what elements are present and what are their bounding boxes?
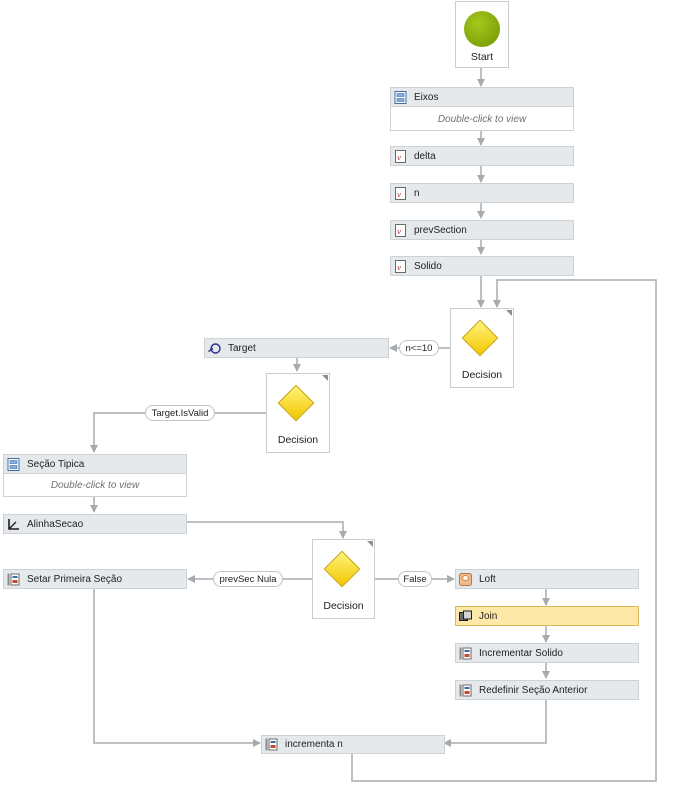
double-click-hint: Double-click to view bbox=[50, 480, 140, 491]
expand-corner-icon bbox=[322, 375, 328, 381]
activity-label: AlinhaSecao bbox=[27, 518, 84, 530]
axis-icon bbox=[8, 518, 19, 530]
activity-secao-tipica[interactable]: Seção Tipica Double-click to view bbox=[3, 454, 187, 497]
activity-setar-primeira-secao[interactable]: Setar Primeira Seção bbox=[3, 569, 187, 589]
activity-n[interactable]: v n bbox=[390, 183, 574, 203]
decision-diamond-icon bbox=[461, 319, 499, 357]
activity-prevsection[interactable]: v prevSection bbox=[390, 220, 574, 240]
activity-label: Solido bbox=[414, 260, 442, 272]
activity-label: Setar Primeira Seção bbox=[27, 573, 123, 585]
activity-label: Target bbox=[228, 342, 256, 354]
decision-diamond-icon bbox=[277, 384, 315, 422]
target-icon bbox=[208, 342, 221, 354]
activity-incrementar-solido[interactable]: Incrementar Solido bbox=[455, 643, 639, 663]
start-node[interactable]: Start bbox=[455, 1, 509, 68]
expand-corner-icon bbox=[367, 541, 373, 547]
assign-icon bbox=[459, 684, 472, 696]
activity-label: delta bbox=[414, 150, 436, 162]
activity-label: Redefinir Seção Anterior bbox=[479, 684, 588, 696]
condition-label-target-isvalid[interactable]: Target.IsValid bbox=[145, 405, 215, 421]
condition-label-false[interactable]: False bbox=[398, 571, 432, 587]
double-click-hint: Double-click to view bbox=[437, 113, 527, 125]
decision-label: Decision bbox=[323, 600, 364, 612]
activity-target[interactable]: Target bbox=[204, 338, 389, 358]
loft-icon bbox=[459, 572, 472, 586]
activity-label: Eixos bbox=[414, 91, 439, 103]
svg-text:v: v bbox=[397, 228, 401, 236]
variable-script-icon: v bbox=[395, 186, 406, 200]
assign-icon bbox=[265, 738, 278, 751]
condition-label-prevsec-nula[interactable]: prevSec Nula bbox=[213, 571, 283, 587]
sequence-icon bbox=[394, 90, 407, 104]
expand-corner-icon bbox=[506, 310, 512, 316]
decision-diamond-icon bbox=[323, 550, 361, 588]
variable-script-icon: v bbox=[395, 149, 406, 163]
variable-script-icon: v bbox=[395, 259, 406, 273]
svg-text:v: v bbox=[397, 154, 401, 162]
svg-text:v: v bbox=[397, 191, 401, 199]
activity-loft[interactable]: Loft bbox=[455, 569, 639, 589]
activity-incrementa-n[interactable]: incrementa n bbox=[261, 735, 445, 754]
activity-label: Seção Tipica bbox=[27, 458, 85, 470]
sequence-icon bbox=[7, 457, 20, 471]
activity-alinha-secao[interactable]: AlinhaSecao bbox=[3, 514, 187, 534]
activity-delta[interactable]: v delta bbox=[390, 146, 574, 166]
start-label: Start bbox=[470, 51, 494, 63]
activity-solido[interactable]: v Solido bbox=[390, 256, 574, 276]
svg-text:v: v bbox=[397, 264, 401, 272]
decision-label: Decision bbox=[461, 369, 503, 381]
assign-icon bbox=[459, 647, 472, 659]
decision-prev-null[interactable]: Decision bbox=[312, 539, 375, 619]
decision-target-valid[interactable]: Decision bbox=[266, 373, 330, 453]
activity-label: Loft bbox=[479, 573, 496, 585]
activity-label: prevSection bbox=[414, 224, 467, 236]
activity-label: incrementa n bbox=[285, 739, 343, 750]
decision-loop[interactable]: Decision bbox=[450, 308, 514, 388]
join-icon bbox=[459, 610, 472, 621]
variable-script-icon: v bbox=[395, 223, 406, 237]
condition-label-n-le-10[interactable]: n<=10 bbox=[399, 340, 439, 356]
start-circle-icon bbox=[464, 11, 500, 47]
decision-label: Decision bbox=[277, 434, 319, 446]
activity-label: Incrementar Solido bbox=[479, 647, 563, 659]
assign-icon bbox=[7, 573, 20, 585]
activity-eixos[interactable]: Eixos Double-click to view bbox=[390, 87, 574, 131]
activity-join[interactable]: Join bbox=[455, 606, 639, 626]
activity-redefinir-secao-anterior[interactable]: Redefinir Seção Anterior bbox=[455, 680, 639, 700]
activity-label: Join bbox=[479, 610, 498, 622]
activity-label: n bbox=[414, 187, 420, 199]
